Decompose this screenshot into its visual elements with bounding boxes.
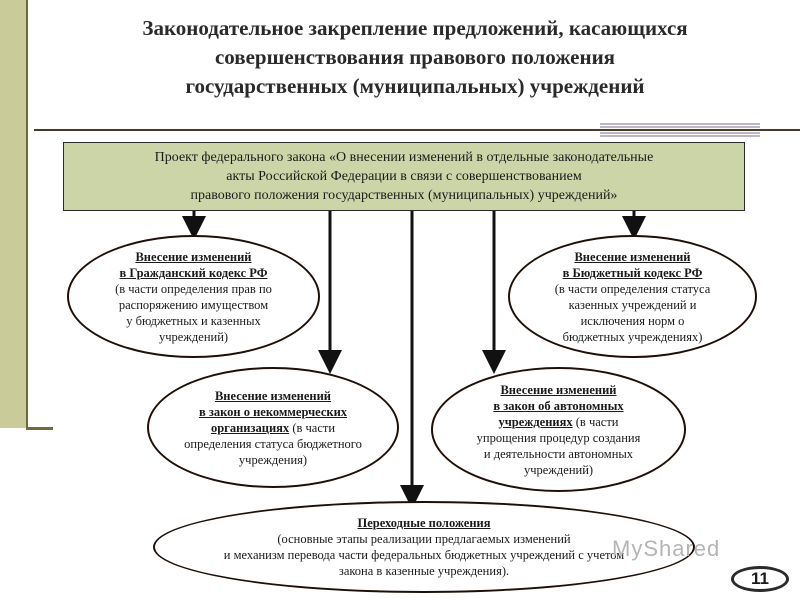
- budget-code-line-1: (в части определения статуса: [554, 281, 711, 296]
- page-number-badge: 11: [731, 566, 789, 592]
- noncommercial-oval: Внесение изменений в закон о некоммерчес…: [147, 367, 399, 488]
- title-line-1: Законодательное закрепление предложений,…: [142, 16, 688, 40]
- civil-code-line-4: учреждений): [158, 329, 229, 344]
- federal-law-project-box: Проект федерального закона «О внесении и…: [63, 142, 745, 211]
- civil-code-line-3: у бюджетных и казенных: [126, 313, 261, 328]
- autonomous-line-1: учреждениях (в части: [498, 414, 618, 430]
- autonomous-line-3: и деятельности автономных: [483, 446, 634, 461]
- autonomous-line-4: учреждений): [523, 462, 594, 477]
- watermark-text: MyShared: [612, 536, 721, 561]
- slide-title: Законодательное закрепление предложений,…: [60, 14, 770, 101]
- noncommercial-heading-2: в закон о некоммерческих: [198, 404, 348, 419]
- budget-code-line-2: казенных учреждений и: [568, 297, 697, 312]
- project-line-2: акты Российской Федерации в связи с сове…: [226, 169, 582, 184]
- left-decorative-bar: [0, 0, 26, 428]
- autonomous-line-1-tail: (в части: [572, 414, 619, 429]
- project-line-1: Проект федерального закона «О внесении и…: [154, 150, 654, 165]
- noncommercial-line-1-tail: (в части: [289, 420, 336, 435]
- civil-code-heading-1: Внесение изменений: [135, 249, 252, 264]
- autonomous-heading-3: учреждениях: [498, 414, 573, 429]
- budget-code-line-3: исключения норм о: [580, 313, 685, 328]
- civil-code-line-2: распоряжению имуществом: [118, 297, 269, 312]
- budget-code-oval: Внесение изменений в Бюджетный кодекс РФ…: [508, 235, 757, 358]
- autonomous-oval: Внесение изменений в закон об автономных…: [431, 367, 686, 492]
- title-divider-line: [34, 129, 800, 131]
- budget-code-heading-2: в Бюджетный кодекс РФ: [562, 265, 703, 280]
- project-line-3: правового положения государственных (мун…: [190, 188, 618, 203]
- noncommercial-heading-3: организациях: [210, 420, 290, 435]
- transitional-line-2: и механизм перевода части федеральных бю…: [223, 548, 625, 562]
- title-line-2: совершенствования правового положения: [214, 45, 616, 69]
- civil-code-heading-2: в Гражданский кодекс РФ: [119, 265, 268, 280]
- left-bar-edge: [26, 0, 28, 430]
- budget-code-heading-1: Внесение изменений: [574, 249, 691, 264]
- noncommercial-line-3: учреждения): [238, 452, 308, 467]
- noncommercial-heading-1: Внесение изменений: [214, 388, 332, 403]
- noncommercial-line-2: определения статуса бюджетного: [184, 436, 362, 451]
- civil-code-oval: Внесение изменений в Гражданский кодекс …: [67, 235, 320, 358]
- noncommercial-line-1: организациях (в части: [211, 420, 335, 436]
- transitional-heading: Переходные положения: [357, 516, 491, 530]
- transitional-line-3: закона в казенные учреждения).: [338, 564, 510, 578]
- title-line-3: государственных (муниципальных) учрежден…: [185, 74, 645, 98]
- civil-code-line-1: (в части определения прав по: [115, 281, 272, 296]
- autonomous-heading-2: в закон об автономных: [493, 398, 624, 413]
- autonomous-line-2: упрощения процедур создания: [476, 430, 641, 445]
- transitional-provisions-oval: Переходные положения (основные этапы реа…: [153, 501, 695, 593]
- autonomous-heading-1: Внесение изменений: [500, 382, 617, 397]
- budget-code-line-4: бюджетных учреждениях): [562, 329, 703, 344]
- transitional-line-1: (основные этапы реализации предлагаемых …: [277, 532, 571, 546]
- left-bar-foot: [26, 427, 53, 430]
